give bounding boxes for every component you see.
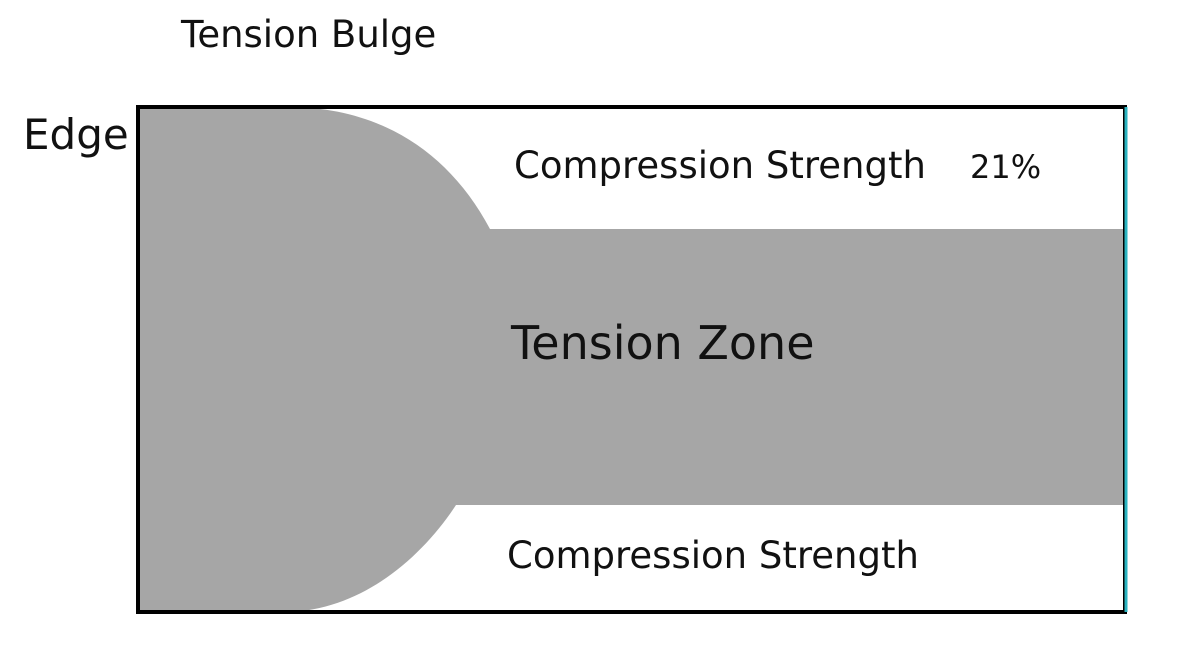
compression-strength-bottom-label: Compression Strength: [507, 534, 919, 577]
tension-bulge-label: Tension Bulge: [181, 13, 437, 56]
tension-zone-label: Tension Zone: [511, 316, 815, 370]
compression-strength-top-label: Compression Strength: [514, 144, 926, 187]
compression-percent-label: 21%: [970, 148, 1042, 186]
tension-region: [138, 107, 1125, 612]
edge-label: Edge: [23, 110, 129, 159]
